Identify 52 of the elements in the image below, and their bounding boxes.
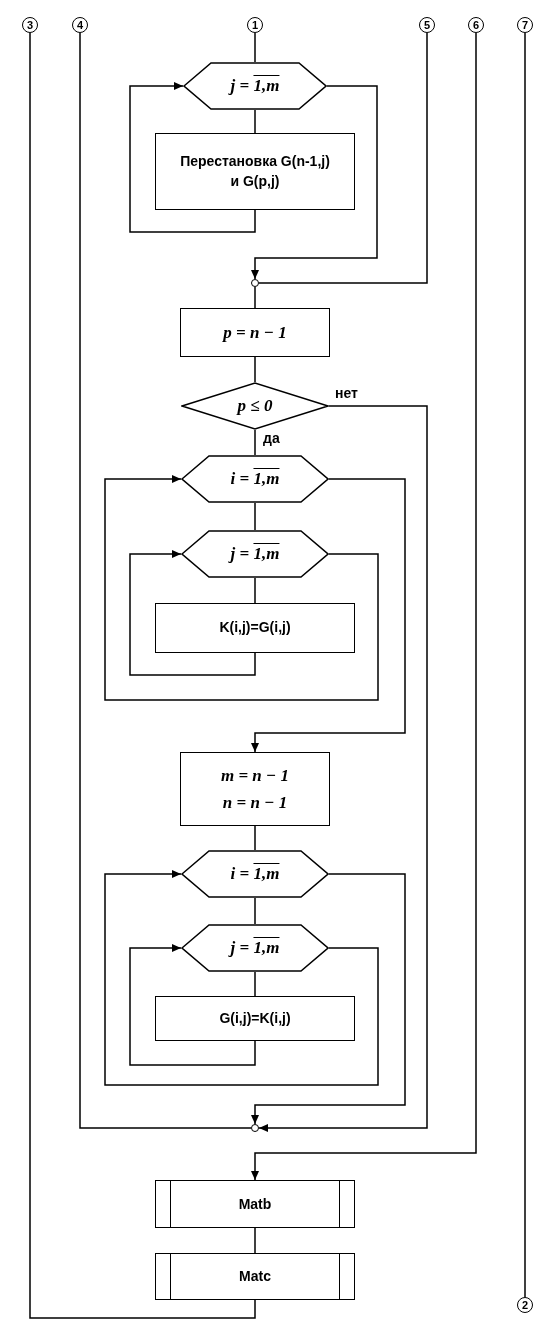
connector-line bbox=[129, 944, 256, 1066]
statement-text: p = n − 1 bbox=[223, 321, 287, 344]
statement-text: G(i,j)=K(i,j) bbox=[219, 1008, 291, 1028]
loop-hexagon bbox=[181, 455, 329, 503]
connector-line bbox=[254, 32, 256, 63]
decision-diamond bbox=[181, 382, 329, 430]
connector-line bbox=[524, 32, 526, 1298]
connector-line bbox=[254, 429, 256, 456]
process-box bbox=[180, 308, 330, 357]
connector-line bbox=[254, 109, 256, 134]
connector-line bbox=[254, 825, 256, 851]
connector-line bbox=[29, 32, 256, 1319]
statement-text: p ≤ 0 bbox=[237, 395, 273, 418]
statement-text: m = n − 1 bbox=[220, 764, 290, 787]
loop-condition-text: j = 1,m bbox=[230, 76, 280, 96]
connector-line bbox=[251, 478, 406, 753]
connector-line bbox=[251, 32, 477, 1181]
loop-hexagon bbox=[181, 924, 329, 972]
statement-text: n = n − 1 bbox=[222, 792, 288, 814]
statement-text: K(i,j)=G(i,j) bbox=[219, 618, 291, 638]
loop-hexagon bbox=[183, 62, 327, 110]
connector-line bbox=[104, 475, 379, 701]
process-box bbox=[180, 752, 330, 826]
process-box bbox=[155, 996, 355, 1041]
subroutine-box bbox=[155, 1253, 355, 1300]
statement-text: Matb bbox=[238, 1194, 272, 1214]
subroutine-box bbox=[155, 1180, 355, 1228]
connector-line bbox=[254, 502, 256, 531]
connector-line bbox=[258, 32, 428, 284]
loop-hexagon bbox=[181, 850, 329, 898]
connector-line bbox=[251, 85, 378, 280]
process-box bbox=[155, 603, 355, 653]
connector-line bbox=[129, 550, 256, 676]
connector-line bbox=[79, 32, 252, 1129]
connector-line bbox=[254, 286, 256, 309]
connector-line bbox=[251, 873, 406, 1125]
loop-condition-text: j = 1,m bbox=[230, 544, 280, 564]
loop-hexagon bbox=[181, 530, 329, 578]
connector-line bbox=[254, 356, 256, 383]
connector-line bbox=[254, 971, 256, 997]
loop-condition-text: i = 1,m bbox=[230, 469, 280, 489]
statement-text: Перестановка G(n-1,j) и G(p,j) bbox=[180, 152, 330, 191]
connector-line bbox=[258, 405, 428, 1132]
statement-text: Matc bbox=[239, 1267, 271, 1286]
loop-condition-text: j = 1,m bbox=[230, 938, 280, 958]
connector-line bbox=[254, 1227, 256, 1254]
connector-line bbox=[254, 577, 256, 604]
connector-line bbox=[129, 82, 256, 233]
connector-line bbox=[104, 870, 379, 1086]
loop-condition-text: i = 1,m bbox=[230, 864, 280, 884]
process-box bbox=[155, 133, 355, 210]
connector-line bbox=[254, 897, 256, 925]
